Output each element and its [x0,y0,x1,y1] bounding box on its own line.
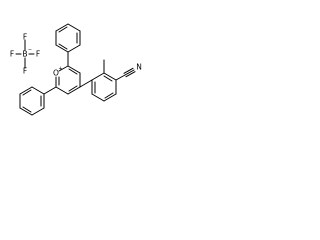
phenyl-top-bond-4 [55,23,69,32]
oxygen-label: O [53,69,59,78]
aryl-bond-4 [103,93,117,102]
boron-label: B [22,50,27,59]
phenyl-top-bond-6 [55,44,69,53]
bond-o1-c2 [58,65,69,72]
boron-charge: − [28,47,32,53]
nitrile-triple-bond-2 [123,67,134,74]
phenyl-bottom-bond-2 [31,107,45,116]
phenyl-top-bond-3 [67,23,81,32]
phenyl-bottom-bond-5 [19,86,33,95]
fluorine-left-label: F [10,50,14,59]
aryl-double-1 [103,75,113,82]
aryl-bond-2 [103,72,117,81]
fluorine-bottom-label: F [23,67,27,76]
bond-c4-c5-double [68,85,78,92]
nitrogen-label: N [136,63,142,72]
phenyl-top-double-2 [58,26,68,33]
tetrafluoroborate-anion: F F B − F F [10,33,40,76]
bond-c2-c3 [67,65,81,74]
aryl-double-2 [104,92,114,99]
phenyl-bottom-double-3 [22,89,32,96]
aryl-bond-5 [91,93,105,102]
fluorine-right-label: F [36,50,40,59]
pyrylium-ring: O + [53,65,81,95]
phenyl-bottom-bond-3 [19,107,33,116]
phenyl-bottom-double-2 [22,106,32,113]
phenyl-top-double-3 [58,43,68,50]
bond-c5-c6 [55,86,69,95]
nitrile-triple-bond-1 [124,69,135,76]
aryl-bond-1 [91,72,105,81]
nitrile-connector-bond [115,74,126,81]
bond-c4-c5 [67,86,81,95]
phenyl-top-bond-1 [67,44,81,53]
phenyl-bottom-bond-6 [31,86,45,95]
bond-c2-c3-double [68,68,78,75]
bond-c6-phenyl-bottom [43,86,57,95]
cyano-methylphenyl: N [79,59,142,102]
phenyl-bottom-left [19,86,57,116]
chemical-structure-diagram: F F B − F F O + [10,23,142,116]
fluorine-top-label: F [23,33,27,42]
nitrile-triple-bond-3 [125,71,136,78]
oxygen-charge: + [58,66,62,72]
bond-c4-aryl [79,79,93,88]
phenyl-top [55,23,81,67]
